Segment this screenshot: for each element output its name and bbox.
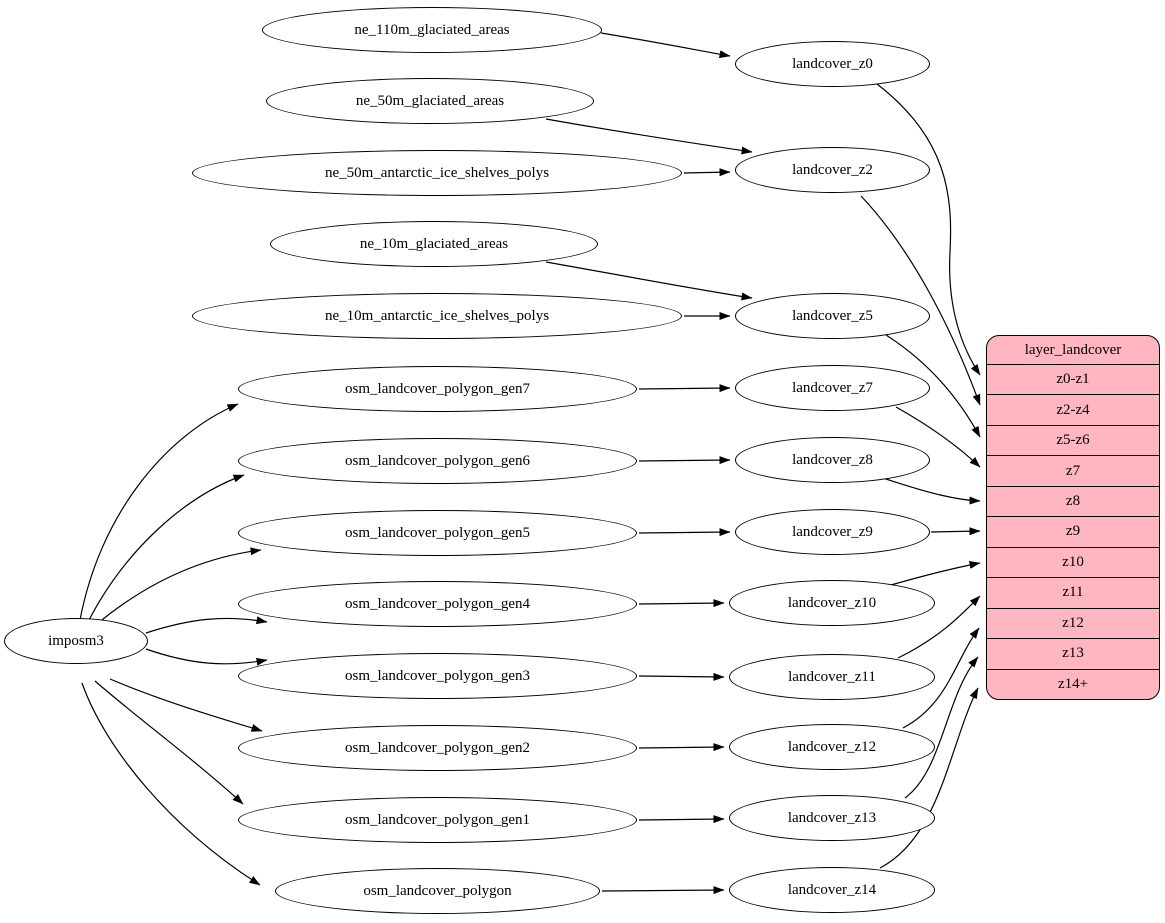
table-layer-landcover: layer_landcover z0-z1 z2-z4 z5-z6 z7 z8 … xyxy=(986,335,1160,700)
edge-z10-row-z10 xyxy=(890,561,981,586)
node-osm-landcover-polygon-gen5: osm_landcover_polygon_gen5 xyxy=(238,510,637,556)
node-label: landcover_z2 xyxy=(792,161,873,178)
edge-imposm3-polygon xyxy=(81,682,261,886)
edge-imposm3-gen4 xyxy=(145,616,268,634)
edge-gen6-z8 xyxy=(638,456,731,465)
node-ne-110m-glaciated-areas: ne_110m_glaciated_areas xyxy=(262,7,602,53)
node-ne-50m-glaciated-areas: ne_50m_glaciated_areas xyxy=(266,78,594,124)
node-label: landcover_z9 xyxy=(792,523,873,540)
node-ne-10m-glaciated-areas: ne_10m_glaciated_areas xyxy=(270,221,598,267)
node-label: ne_110m_glaciated_areas xyxy=(354,21,510,38)
table-row-z12: z12 xyxy=(987,607,1159,638)
edge-gen1-z13 xyxy=(638,815,725,824)
edge-polygon-z14 xyxy=(601,886,725,895)
edge-imposm3-gen3 xyxy=(145,648,268,666)
node-label: ne_10m_antarctic_ice_shelves_polys xyxy=(324,307,550,324)
node-label: ne_50m_glaciated_areas xyxy=(355,92,505,109)
edge-gen3-z11 xyxy=(638,672,725,681)
node-osm-landcover-polygon: osm_landcover_polygon xyxy=(275,868,600,914)
edge-z11-row-z11 xyxy=(897,595,981,659)
edge-imposm3-gen7 xyxy=(79,403,239,621)
node-ne-50m-antarctic-ice-shelves-polys: ne_50m_antarctic_ice_shelves_polys xyxy=(192,150,682,196)
edge-z5-row-z5-z6 xyxy=(885,334,981,438)
edge-imposm3-gen6 xyxy=(87,474,245,623)
node-landcover-z5: landcover_z5 xyxy=(735,293,930,339)
edge-ne50m-ant-z2 xyxy=(683,168,731,177)
table-row-z8: z8 xyxy=(987,485,1159,516)
table-row-z14plus: z14+ xyxy=(987,668,1159,699)
node-osm-landcover-polygon-gen6: osm_landcover_polygon_gen6 xyxy=(238,438,637,484)
node-label: landcover_z0 xyxy=(792,55,873,72)
edge-z7-row-z7 xyxy=(895,406,981,468)
node-landcover-z9: landcover_z9 xyxy=(735,509,930,555)
table-row-z11: z11 xyxy=(987,577,1159,607)
node-osm-landcover-polygon-gen4: osm_landcover_polygon_gen4 xyxy=(238,581,637,627)
table-header: layer_landcover xyxy=(1024,341,1122,358)
edge-z14-row-z14plus xyxy=(879,687,979,869)
node-ne-10m-antarctic-ice-shelves-polys: ne_10m_antarctic_ice_shelves_polys xyxy=(192,293,682,339)
node-label: osm_landcover_polygon_gen2 xyxy=(345,739,530,756)
edge-ne50m-glac-z2 xyxy=(545,118,753,155)
edge-imposm3-gen5 xyxy=(96,547,262,625)
node-label: imposm3 xyxy=(48,632,104,649)
node-label: osm_landcover_polygon_gen3 xyxy=(345,667,530,684)
node-landcover-z12: landcover_z12 xyxy=(729,724,935,770)
table-row-z7: z7 xyxy=(987,455,1159,485)
node-osm-landcover-polygon-gen7: osm_landcover_polygon_gen7 xyxy=(238,366,637,412)
node-label: landcover_z7 xyxy=(792,379,873,396)
node-label: osm_landcover_polygon xyxy=(363,882,512,899)
table-row-z10: z10 xyxy=(987,546,1159,577)
node-landcover-z14: landcover_z14 xyxy=(729,867,935,913)
node-osm-landcover-polygon-gen3: osm_landcover_polygon_gen3 xyxy=(238,653,637,699)
edge-z8-row-z8 xyxy=(882,477,981,505)
node-osm-landcover-polygon-gen2: osm_landcover_polygon_gen2 xyxy=(238,725,637,771)
node-label: landcover_z12 xyxy=(787,738,877,755)
node-osm-landcover-polygon-gen1: osm_landcover_polygon_gen1 xyxy=(238,797,637,843)
node-label: landcover_z10 xyxy=(787,594,877,611)
node-label: landcover_z13 xyxy=(787,809,877,826)
edge-ne110m-z0 xyxy=(600,32,731,59)
edge-z2-row-z2-z4 xyxy=(860,195,981,406)
node-label: ne_50m_antarctic_ice_shelves_polys xyxy=(324,164,550,181)
node-landcover-z10: landcover_z10 xyxy=(729,580,935,626)
node-landcover-z7: landcover_z7 xyxy=(735,365,930,411)
edge-imposm3-gen1 xyxy=(94,680,244,805)
table-row-z5-z6: z5-z6 xyxy=(987,424,1159,455)
node-landcover-z8: landcover_z8 xyxy=(735,437,930,483)
node-label: landcover_z5 xyxy=(792,307,873,324)
node-label: osm_landcover_polygon_gen7 xyxy=(345,380,530,397)
node-landcover-z11: landcover_z11 xyxy=(729,654,935,700)
node-landcover-z13: landcover_z13 xyxy=(729,795,935,841)
edge-gen7-z7 xyxy=(638,384,731,393)
edge-gen2-z12 xyxy=(638,743,725,752)
node-label: ne_10m_glaciated_areas xyxy=(359,235,509,252)
node-landcover-z0: landcover_z0 xyxy=(735,41,930,87)
table-row-z2-z4: z2-z4 xyxy=(987,394,1159,424)
edge-z0-row-z0-z1 xyxy=(876,83,981,376)
edge-gen5-z9 xyxy=(638,528,731,537)
table-row-z9: z9 xyxy=(987,516,1159,546)
edge-gen4-z10 xyxy=(638,599,725,608)
table-row-z13: z13 xyxy=(987,638,1159,668)
node-label: landcover_z11 xyxy=(788,668,876,685)
edge-imposm3-gen2 xyxy=(109,678,263,732)
edge-z12-row-z12 xyxy=(902,627,980,729)
edge-z13-row-z13 xyxy=(904,656,979,799)
node-label: landcover_z8 xyxy=(792,451,873,468)
node-landcover-z2: landcover_z2 xyxy=(735,147,930,193)
node-label: osm_landcover_polygon_gen6 xyxy=(345,452,530,469)
node-label: osm_landcover_polygon_gen4 xyxy=(345,595,530,612)
edge-z9-row-z9 xyxy=(930,527,981,536)
node-label: landcover_z14 xyxy=(787,881,877,898)
node-label: osm_landcover_polygon_gen1 xyxy=(345,811,530,828)
edge-ne10m-glac-z5 xyxy=(545,261,753,301)
node-imposm3: imposm3 xyxy=(4,618,148,664)
node-label: osm_landcover_polygon_gen5 xyxy=(345,524,530,541)
table-row-z0-z1: z0-z1 xyxy=(987,364,1159,394)
